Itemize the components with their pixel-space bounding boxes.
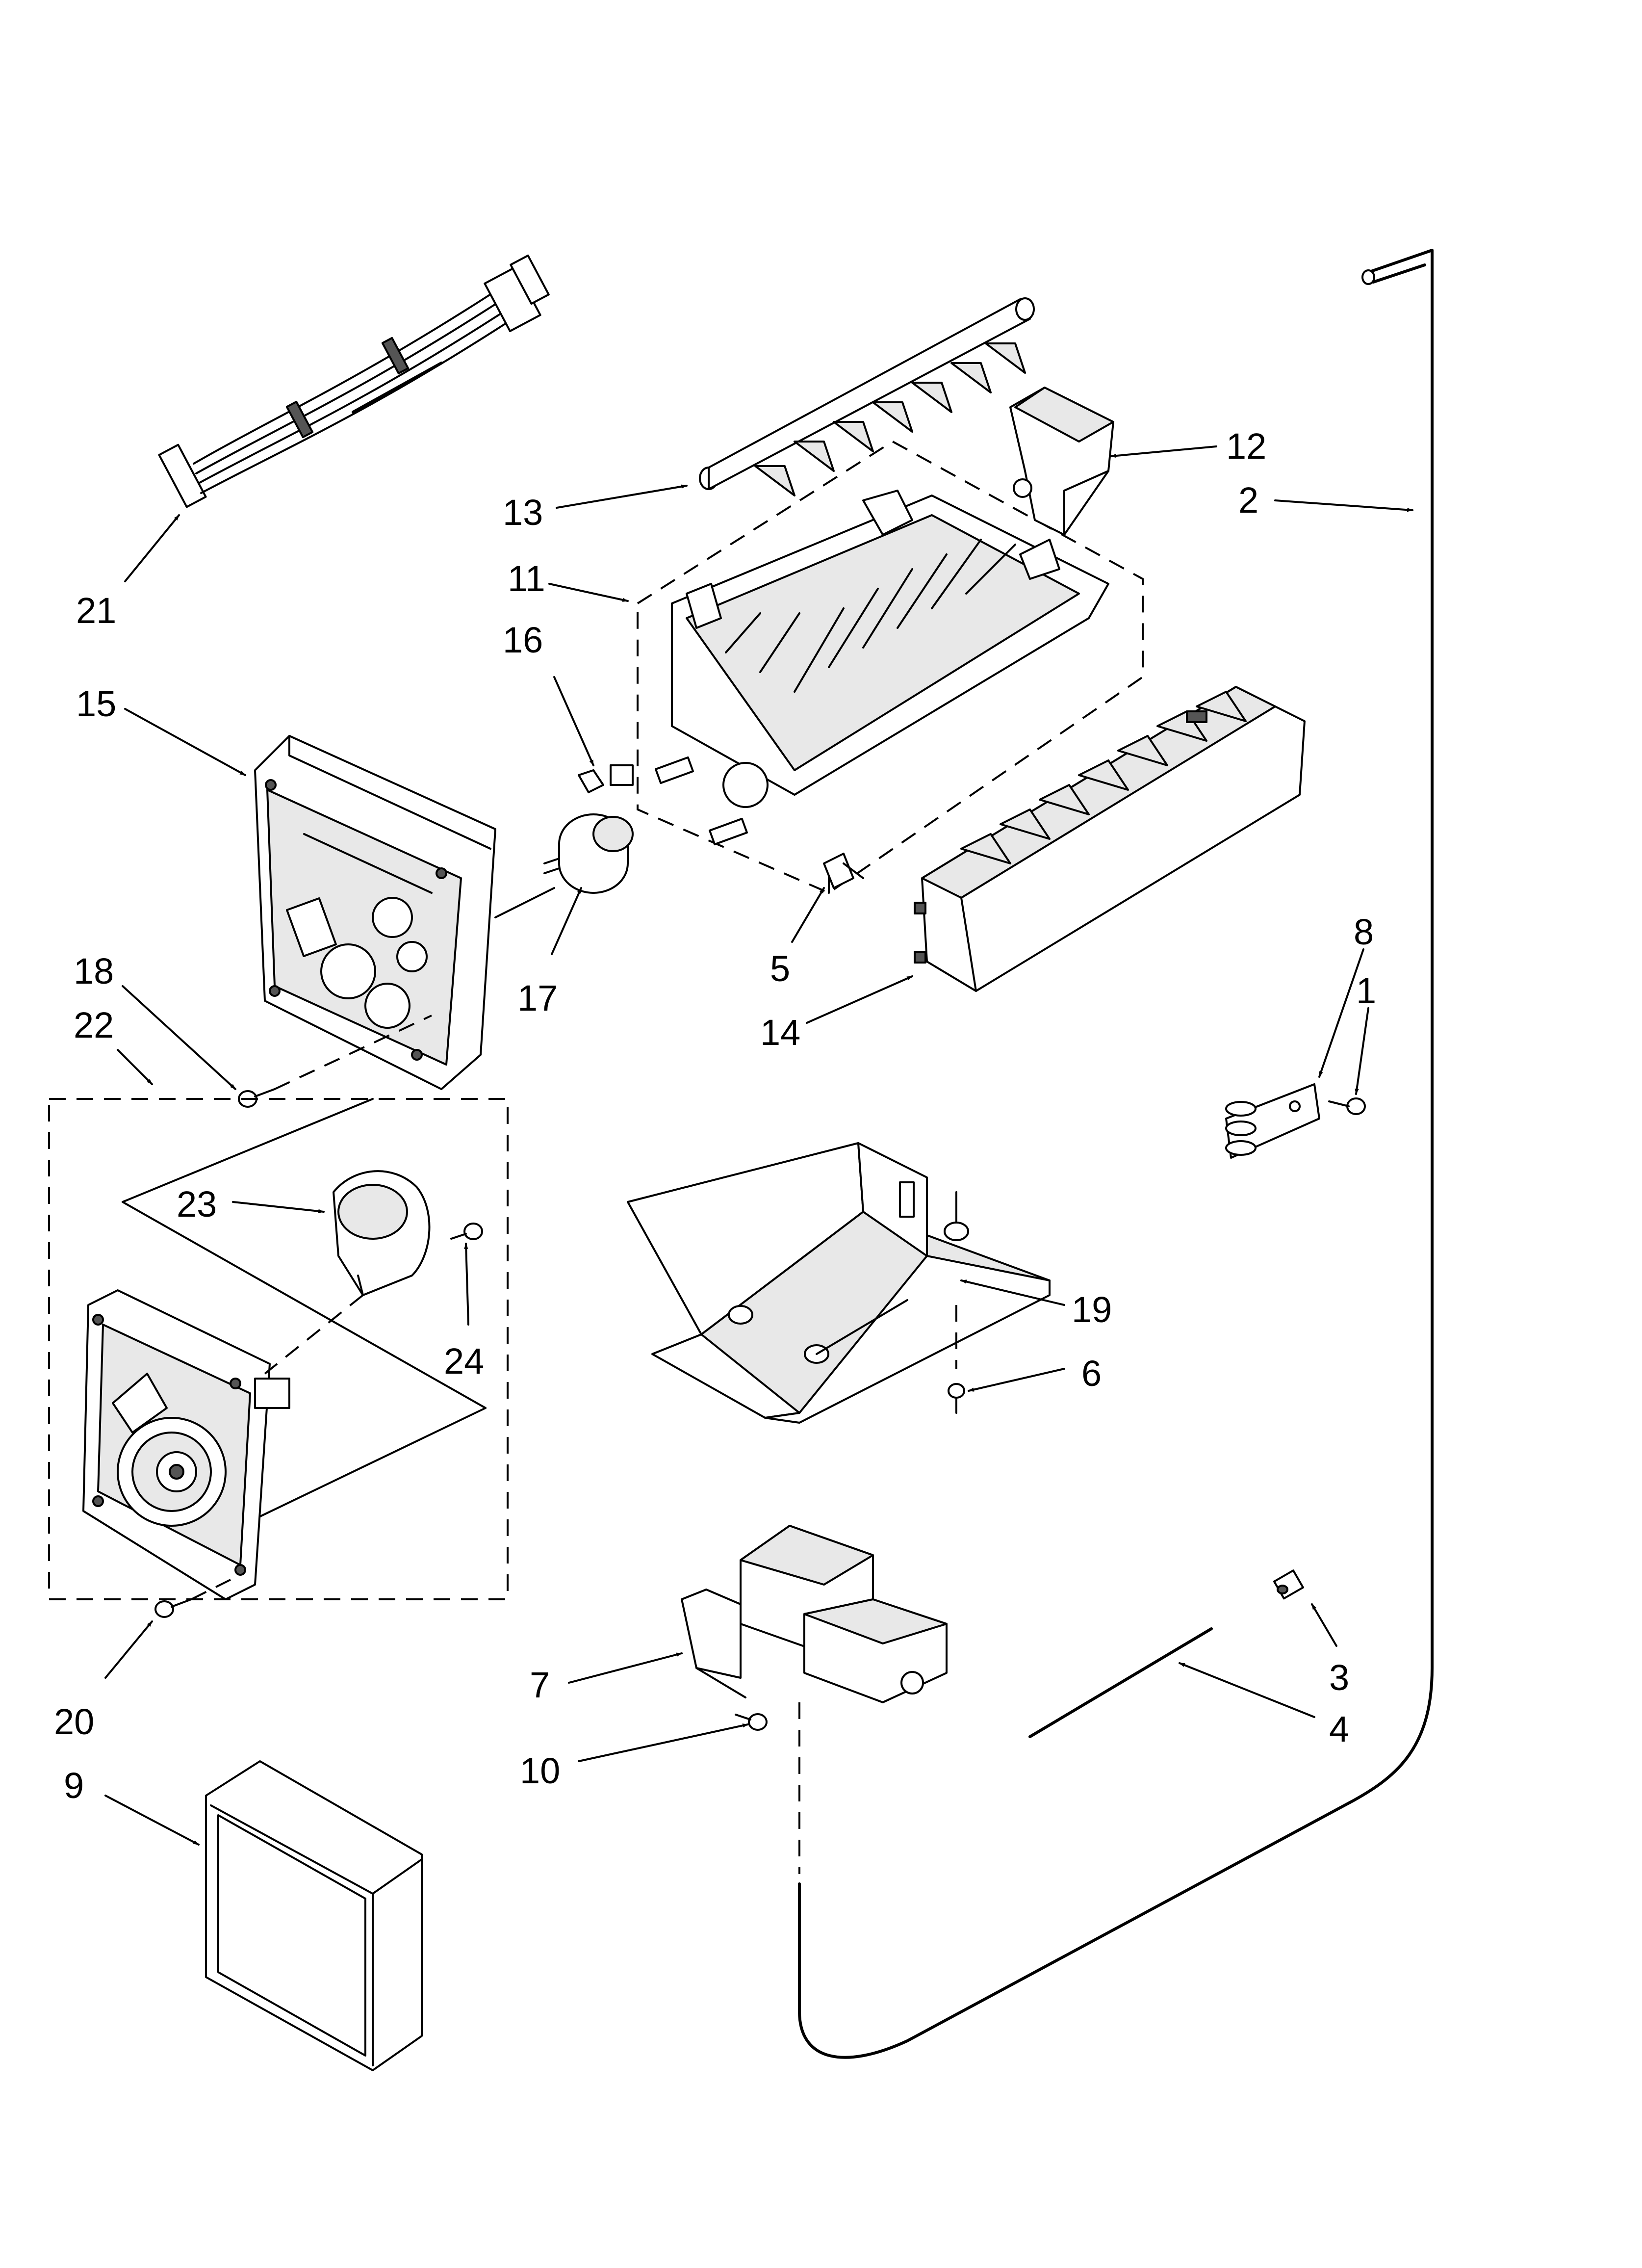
label-10: 10 [520, 1750, 560, 1791]
part-6-screw [948, 1305, 965, 1414]
part-13-ejector [699, 297, 1035, 496]
label-14: 14 [760, 1012, 800, 1053]
part-4-tube [1028, 1627, 1213, 1738]
part-2-water-tube [798, 249, 1434, 2059]
label-13: 13 [503, 492, 543, 533]
part-17-thermostat [543, 813, 634, 894]
part-23-motor [264, 1170, 431, 1375]
part-8-clamp [1225, 1083, 1320, 1159]
part-20-screw [154, 1579, 231, 1618]
label-11: 11 [508, 558, 545, 599]
label-2: 2 [1238, 480, 1258, 521]
label-3: 3 [1329, 1657, 1349, 1698]
label-19: 19 [1072, 1289, 1112, 1330]
label-22: 22 [74, 1005, 114, 1045]
part-16-clip [578, 764, 634, 793]
label-23: 23 [177, 1184, 217, 1225]
label-24: 24 [444, 1341, 484, 1382]
part-22-motor-assembly [48, 1098, 509, 1600]
label-4: 4 [1329, 1709, 1349, 1749]
label-12: 12 [1226, 426, 1266, 467]
leader-lines [104, 445, 1413, 1846]
part-12-fill-cup [1009, 387, 1114, 536]
label-8: 8 [1354, 912, 1374, 952]
label-6: 6 [1081, 1353, 1102, 1394]
label-1: 1 [1356, 970, 1376, 1011]
part-10-screw [735, 1713, 768, 1731]
part-9-cover [205, 1760, 423, 2071]
part-7-water-valve [681, 1525, 948, 1874]
part-14-stripper [914, 686, 1306, 992]
part-5-clip [823, 853, 864, 889]
label-7: 7 [530, 1665, 550, 1705]
part-1-screw [1328, 1097, 1366, 1115]
part-labels: 21 13 12 2 11 16 15 17 5 14 8 1 18 22 23… [54, 426, 1376, 1806]
part-19-shield [627, 1142, 1051, 1424]
label-15: 15 [76, 683, 116, 724]
label-5: 5 [770, 948, 790, 989]
label-21: 21 [76, 590, 116, 631]
part-11-ice-mold [637, 440, 1144, 894]
part-21-wire-harness [158, 254, 550, 508]
part-15-control-housing [254, 735, 555, 1090]
part-24-screw [450, 1223, 483, 1240]
label-16: 16 [503, 620, 543, 660]
label-18: 18 [74, 951, 114, 991]
part-3-fitting [1273, 1569, 1304, 1600]
label-9: 9 [64, 1765, 84, 1806]
label-17: 17 [517, 978, 558, 1018]
label-20: 20 [54, 1701, 94, 1742]
